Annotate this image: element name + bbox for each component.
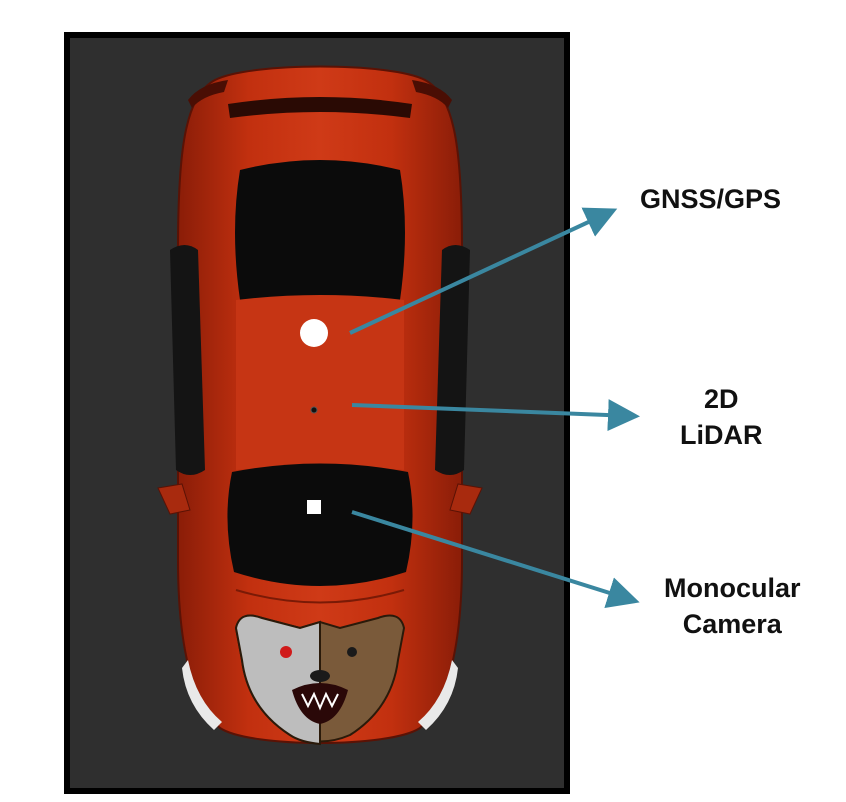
car-top-view xyxy=(157,65,483,746)
arrow-lidar xyxy=(351,399,640,432)
camera-text-line1: Monocular xyxy=(664,573,801,603)
hood-line xyxy=(235,589,405,604)
lidar-text-line1: 2D xyxy=(703,384,739,414)
arrow-camera xyxy=(351,510,640,609)
gnss-antenna-marker xyxy=(300,319,328,347)
roof-panel xyxy=(236,295,404,470)
side-window-right xyxy=(435,245,470,475)
gnss-gps-label: GNSS/GPS xyxy=(640,181,781,217)
rear-spoiler xyxy=(228,97,412,118)
bear-mascot-logo xyxy=(234,614,406,746)
headlight-left xyxy=(182,660,222,730)
rear-window xyxy=(235,160,405,300)
windshield xyxy=(227,463,413,586)
camera-sensor-marker xyxy=(307,500,321,514)
camera-text-line2: Camera xyxy=(682,609,782,639)
rear-light-right xyxy=(412,80,452,108)
gnss-gps-text: GNSS/GPS xyxy=(640,184,782,214)
lidar-sensor-marker xyxy=(310,406,318,414)
rear-light-left xyxy=(188,80,228,108)
lidar-text-line2: LiDAR xyxy=(680,420,763,450)
side-window-left xyxy=(170,245,205,475)
side-mirror-left xyxy=(157,483,191,515)
arrow-gnss xyxy=(349,207,618,335)
headlight-right xyxy=(418,660,458,730)
monocular-camera-label: Monocular Camera xyxy=(664,570,801,642)
side-mirror-right xyxy=(449,483,483,515)
lidar-label: 2D LiDAR xyxy=(680,381,763,453)
